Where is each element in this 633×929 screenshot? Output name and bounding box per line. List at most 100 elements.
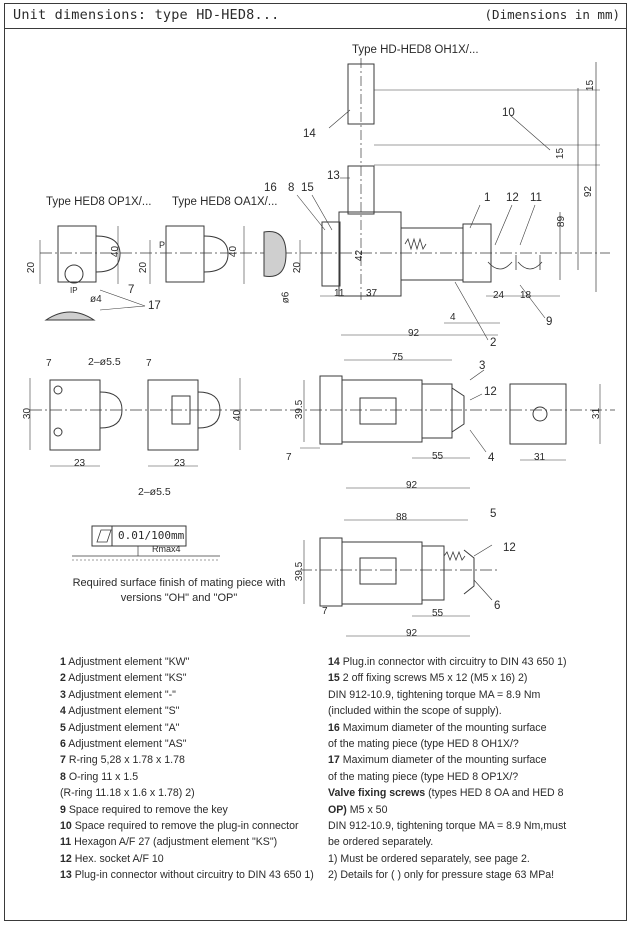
dim-55-plan: 55 — [432, 451, 444, 462]
dim-39-5-bottom: 39.5 — [294, 561, 306, 582]
legend-item: 1 Adjustment element "KW" — [60, 656, 190, 668]
dim-20-16: 20 — [292, 261, 304, 274]
bottom-view — [300, 519, 500, 637]
base-plate — [321, 221, 341, 287]
dim-20-oa: 20 — [138, 261, 150, 274]
op-oa-views — [39, 225, 301, 321]
callout-13: 13 — [327, 170, 340, 182]
dim-37: 37 — [366, 288, 378, 299]
callout-p: P — [159, 240, 166, 250]
legend-left: 1 Adjustment element "KW" 2 Adjustment e… — [60, 654, 314, 884]
dim-31-horizontal: 31 — [534, 452, 546, 463]
dim-d4: ø4 — [90, 294, 102, 305]
dim-15-mid: 15 — [555, 147, 567, 160]
view-title-op: Type HED8 OP1X/... — [46, 196, 152, 208]
drawing-frame: Unit dimensions: type HD-HED8... (Dimens… — [4, 3, 627, 921]
hole-callout-bottom: 2–ø5.5 — [138, 486, 171, 498]
dim-31-vertical: 31 — [591, 407, 603, 420]
drawing-title: Unit dimensions: type HD-HED8... — [13, 7, 280, 23]
callout-17: 17 — [148, 300, 161, 312]
legend-item: 2) Details for ( ) only for pressure sta… — [328, 869, 555, 882]
dim-15-top: 15 — [585, 79, 597, 92]
legend-item: 10 Space required to remove the plug-in … — [60, 820, 299, 833]
op-body — [57, 225, 97, 283]
callout-ip: IP — [70, 286, 78, 295]
dim-23-op: 23 — [74, 458, 86, 469]
legend-item: 4 Adjustment element "S" — [60, 705, 180, 718]
legend-item: of the mating piece (type HED 8 OH1X/? — [328, 738, 519, 751]
dim-88: 88 — [396, 512, 408, 523]
legend-item: of the mating piece (type HED 8 OP1X/? — [328, 770, 519, 783]
legend-item: 1) Must be ordered separately, see page … — [328, 852, 530, 865]
end-view — [509, 383, 567, 445]
view-title-oh: Type HD-HED8 OH1X/... — [352, 44, 479, 56]
dim-40-oa: 40 — [228, 245, 240, 258]
callout-12: 12 — [506, 192, 519, 204]
callout-15: 15 — [301, 182, 314, 194]
callout-1: 1 — [484, 192, 491, 204]
mounting-surface-16 — [263, 230, 287, 278]
adjustment-housing — [400, 227, 464, 281]
flatness-value: 0.01/100mm — [118, 529, 185, 542]
dim-7-op: 7 — [46, 358, 52, 369]
legend-item: 7 R-ring 5,28 x 1.78 x 1.78 — [60, 754, 185, 767]
callout-9: 9 — [546, 316, 553, 328]
callout-11: 11 — [530, 192, 542, 204]
dim-42: 42 — [354, 249, 366, 262]
callout-12-plan: 12 — [484, 386, 497, 398]
oa-plan — [147, 379, 199, 451]
dim-7-bottom: 7 — [322, 606, 328, 617]
hole-callout-top: 2–ø5.5 — [88, 356, 121, 368]
legend-item: 17 Maximum diameter of the mounting surf… — [328, 754, 547, 767]
legend-item: 11 Hexagon A/F 27 (adjustment element "K… — [60, 836, 278, 849]
legend-item: 3 Adjustment element "-" — [60, 688, 176, 701]
side-view — [40, 58, 610, 341]
dim-d6: ø6 — [280, 291, 292, 304]
oa-body — [165, 225, 205, 283]
roughness-value: Rmax4 — [152, 544, 181, 554]
view-title-oa: Type HED8 OA1X/... — [172, 196, 278, 208]
r-ring-7 — [64, 264, 84, 284]
dim-18: 18 — [520, 290, 532, 301]
dim-92-plan: 92 — [406, 480, 418, 491]
dim-92-bottom: 92 — [406, 628, 418, 639]
legend-item: DIN 912-10.9, tightening torque MA = 8.9… — [328, 820, 567, 833]
legend-item: (R-ring 11.18 x 1.6 x 1.78) 2) — [60, 787, 195, 800]
dim-4: 4 — [450, 312, 456, 323]
unit-note: (Dimensions in mm) — [484, 7, 620, 22]
callout-4: 4 — [488, 452, 495, 464]
dim-23-oa: 23 — [174, 458, 186, 469]
dim-40-op: 40 — [110, 245, 122, 258]
legend-item: 2 Adjustment element "KS" — [60, 672, 187, 685]
top-views — [29, 359, 615, 489]
callout-2: 2 — [490, 337, 497, 349]
valve-body — [338, 211, 402, 297]
valve-plan-body — [341, 379, 423, 443]
callout-3: 3 — [479, 360, 486, 372]
callout-7: 7 — [128, 284, 135, 296]
tolerance-frame — [72, 525, 220, 561]
dim-92-vertical: 92 — [583, 185, 595, 198]
legend-item: 15 2 off fixing screws M5 x 12 (M5 x 16)… — [328, 672, 528, 685]
dim-30: 30 — [22, 407, 34, 420]
dim-55-bottom: 55 — [432, 608, 444, 619]
dim-39-5-plan: 39.5 — [294, 399, 306, 420]
callout-10: 10 — [502, 107, 515, 119]
legend-item: 9 Space required to remove the key — [60, 803, 228, 816]
dim-24: 24 — [493, 290, 505, 301]
op-plan — [49, 379, 101, 451]
callout-5: 5 — [490, 508, 497, 520]
surface-finish-note: Required surface finish of mating piece … — [72, 577, 286, 604]
callout-8: 8 — [288, 182, 295, 194]
callout-6: 6 — [494, 600, 501, 612]
legend-item: 8 O-ring 11 x 1.5 — [60, 770, 139, 783]
dim-92-side: 92 — [408, 328, 420, 339]
dim-40-plan: 40 — [232, 409, 244, 422]
legend-item: (included within the scope of supply). — [328, 705, 502, 718]
dim-7-plan: 7 — [286, 452, 292, 463]
mounting-surface-17 — [44, 311, 96, 321]
legend-item: 5 Adjustment element "A" — [60, 721, 180, 734]
legend-item: 6 Adjustment element "AS" — [60, 738, 187, 751]
legend-item: 16 Maximum diameter of the mounting surf… — [328, 721, 547, 734]
